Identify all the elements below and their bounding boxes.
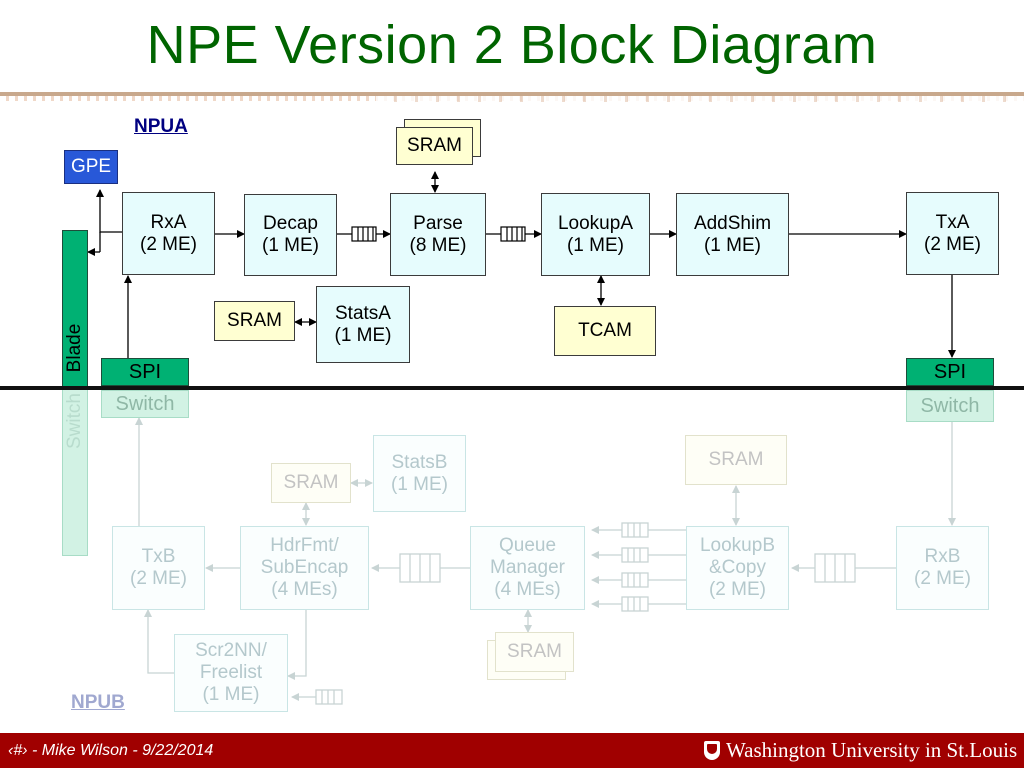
hdrfmt-block: HdrFmt/ SubEncap (4 MEs) [240, 526, 369, 610]
spi-left-block: SPI [101, 358, 189, 386]
blade-bar: Blade [62, 230, 88, 388]
npub-label: NPUB [71, 692, 125, 713]
gpe-block: GPE [64, 150, 118, 184]
blade-label: Blade [64, 323, 85, 373]
university-logo-text: Washington University in St.Louis [726, 738, 1018, 762]
gpe-link [87, 189, 122, 256]
sram-lookupb-block: SRAM [685, 435, 787, 485]
queue-manager-block: Queue Manager (4 MEs) [470, 526, 585, 610]
txa-block: TxA (2 ME) [906, 192, 999, 275]
switch-vertical-label: Switch [64, 393, 85, 449]
switch-right-block: Switch [906, 390, 994, 422]
npua-npub-divider [0, 386, 1024, 390]
footer-text: ‹#› - Mike Wilson - 9/22/2014 [8, 742, 214, 759]
parse-block: Parse (8 ME) [390, 193, 486, 276]
addshim-block: AddShim (1 ME) [676, 193, 789, 276]
queue-icon-parse-lookupa [500, 226, 526, 242]
switch-left-block: Switch [101, 390, 189, 418]
title-divider-pattern-right [376, 96, 1024, 102]
lookupa-block: LookupA (1 ME) [541, 193, 650, 276]
switch-bar: Switch [62, 390, 88, 556]
npua-label: NPUA [134, 116, 188, 137]
decap-block: Decap (1 ME) [244, 194, 337, 276]
statsb-block: StatsB (1 ME) [373, 435, 466, 512]
npub-queue-icons [315, 522, 856, 705]
title-divider [0, 92, 1024, 96]
footer-bar [0, 733, 1024, 768]
sram-top-block: SRAM [396, 127, 473, 165]
queue-icon-decap-parse [351, 226, 377, 242]
lookupb-block: LookupB &Copy (2 ME) [686, 526, 789, 610]
rxa-block: RxA (2 ME) [122, 192, 215, 275]
sram-hdrfmt-block: SRAM [271, 463, 351, 503]
sram-qm-block: SRAM [495, 632, 574, 672]
sram-stats-block: SRAM [214, 301, 295, 341]
tcam-block: TCAM [554, 306, 656, 356]
slide-title: NPE Version 2 Block Diagram [146, 15, 878, 75]
scr2nn-block: Scr2NN/ Freelist (1 ME) [174, 634, 288, 712]
university-crest-icon [704, 741, 720, 760]
rxb-block: RxB (2 ME) [896, 526, 989, 610]
txb-block: TxB (2 ME) [112, 526, 205, 610]
statsa-block: StatsA (1 ME) [316, 286, 410, 363]
spi-right-block: SPI [906, 358, 994, 386]
